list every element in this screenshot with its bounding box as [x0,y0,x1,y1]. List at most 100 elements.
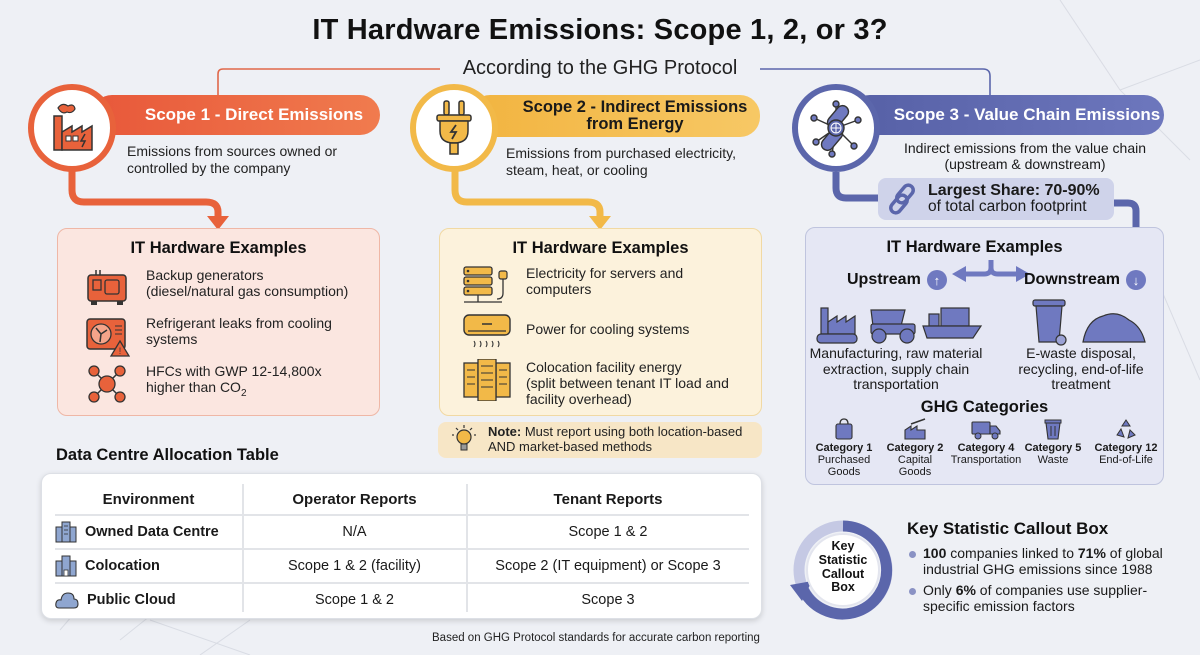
scope1-header: Scope 1 - Direct Emissions [92,95,380,135]
scope1-example-3-text: HFCs with GWP 12-14,800x higher than CO2 [146,363,322,399]
stat-text: of global [1105,545,1163,561]
category-12: Category 12 End-of-Life [1088,418,1164,467]
stat-text: companies linked to [946,545,1078,561]
environment-cell: Colocation [55,555,242,577]
environment-label: Owned Data Centre [85,524,219,540]
upstream-desc-line: transportation [853,376,939,393]
table-title: Data Centre Allocation Table [56,446,279,464]
scope2-example-1: Electricity for servers and computers [462,265,683,307]
scope2-description: Emissions from purchased electricity, st… [506,145,736,178]
operator-cell: Scope 1 & 2 (facility) [288,558,421,574]
column-header: Tenant Reports [553,490,663,508]
circle-label-line: Key [831,539,855,553]
row-divider [55,548,749,550]
page-subtitle: According to the GHG Protocol [440,57,760,80]
column-header: Operator Reports [292,490,417,508]
example-line: higher than CO2 [146,379,322,399]
key-stat-bullet: Only 6% of companies use supplier- speci… [907,583,1197,614]
example-line: Backup generators [146,267,264,283]
scope3-icon-circle [792,84,880,172]
circle-label-line: Box [831,580,855,595]
stat-text: of companies use supplier- [975,582,1148,599]
environment-label: Colocation [85,558,160,574]
downstream-desc-line: recycling, end-of-life [1018,360,1144,377]
table-row: Owned Data Centre N/A Scope 1 & 2 [55,516,749,548]
plug-icon [436,100,472,155]
scope1-example-2: ! Refrigerant leaks from cooling systems [84,315,332,357]
operator-cell: N/A [342,524,367,540]
subscript: 2 [240,387,247,399]
downstream-desc-line: treatment [1051,376,1111,393]
category-name: Category 1 [815,442,873,454]
cycle-arrow-icon [790,520,893,620]
scope1-example-1: Backup generators (diesel/natural gas co… [84,267,348,309]
largest-share-badge: Largest Share: 70-90% of total carbon fo… [878,178,1114,220]
upstream-text: Upstream [847,271,921,288]
category-name: Category 2 [886,442,944,454]
page-title: IT Hardware Emissions: Scope 1, 2, or 3? [312,14,888,46]
category-line: Transportation [950,453,1022,466]
downstream-label: Downstream ↓ [1024,270,1147,290]
stat-bold: 71% [1077,545,1106,561]
largest-share-value: Largest Share: 70-90% [928,182,1100,199]
upstream-label: Upstream ↑ [847,270,947,290]
note-line1-text: Must report using both location-based [521,424,743,440]
stat-text: Only [923,582,956,599]
table-row: Public Cloud Scope 1 & 2 Scope 3 [55,584,749,616]
scope2-example-2: Power for cooling systems [462,313,689,355]
server-racks-icon [463,359,511,401]
scope3-examples-title: IT Hardware Examples [886,238,1063,256]
upstream-description: Manufacturing, raw material extraction, … [806,345,986,393]
upstream-desc-line: extraction, supply chain [822,360,970,377]
allocation-table: Environment Operator Reports Tenant Repo… [41,473,762,619]
tenant-cell: Scope 2 (IT equipment) or Scope 3 [495,558,721,574]
environment-cell: Public Cloud [55,590,242,610]
upstream-desc-line: Manufacturing, raw material [809,345,983,361]
operator-cell: Scope 1 & 2 [315,592,394,608]
scope1-example-2-text: Refrigerant leaks from cooling systems [146,315,332,347]
scope3-header: Scope 3 - Value Chain Emissions [850,95,1164,135]
example-line: systems [146,331,198,348]
key-stat-bullets: 100 companies linked to 71% of global in… [907,545,1197,621]
arrow-down-icon: ↓ [1126,270,1147,290]
example-line: (diesel/natural gas consumption) [146,283,349,300]
stat-text: industrial GHG emissions since 1988 [923,560,1153,577]
scope1-desc-line1: Emissions from sources owned or [127,143,338,159]
scope1-examples-box: IT Hardware Examples Backup generators (… [57,228,380,416]
example-line: computers [526,281,592,298]
scope2-desc-line1: Emissions from purchased electricity, [506,145,737,161]
scope1-icon-circle [28,84,116,172]
key-stat-bullet: 100 companies linked to 71% of global in… [907,545,1197,577]
note-label: Note: [488,424,522,440]
example-line: Electricity for servers and [526,265,684,281]
circle-label-line: Statistic [818,552,868,567]
category-2: Category 2 Capital Goods [880,418,950,479]
building-icon [55,555,77,577]
tenant-cell: Scope 1 & 2 [568,524,648,540]
scope3-examples-box: IT Hardware Examples Upstream ↑ Downstre… [805,227,1164,485]
scope1-description: Emissions from sources owned or controll… [127,143,337,176]
split-arrow-icon [952,260,1030,282]
scope2-example-1-text: Electricity for servers and computers [526,265,683,297]
example-line: (split between tenant IT load and [526,375,729,392]
scope2-note: Note: Must report using both location-ba… [438,422,762,458]
cargo-ship-icon [922,307,983,339]
ghg-categories-title: GHG Categories [920,398,1049,416]
scope2-title-line1: Scope 2 - Indirect Emissions [522,97,748,116]
note-text: Note: Must report using both location-ba… [488,424,743,455]
scope2-title-line2: from Energy [586,115,684,133]
example-line: HFCs with GWP 12-14,800x [146,363,322,379]
largest-share-caption: of total carbon footprint [928,198,1087,216]
cloud-icon [55,592,79,609]
waste-pile-icon [1082,313,1146,343]
ac-unit-warning-icon: ! [86,318,130,357]
scope2-examples-title: IT Hardware Examples [512,239,689,257]
truck-icon [971,421,1001,440]
scope1-example-1-text: Backup generators (diesel/natural gas co… [146,267,348,299]
scope1-examples-title: IT Hardware Examples [130,239,307,257]
factory-conveyor-icon [816,307,858,344]
scope2-example-2-text: Power for cooling systems [526,321,689,337]
chain-network-icon [810,100,862,158]
tenant-cell: Scope 3 [581,592,635,608]
upstream-icons [816,307,983,344]
